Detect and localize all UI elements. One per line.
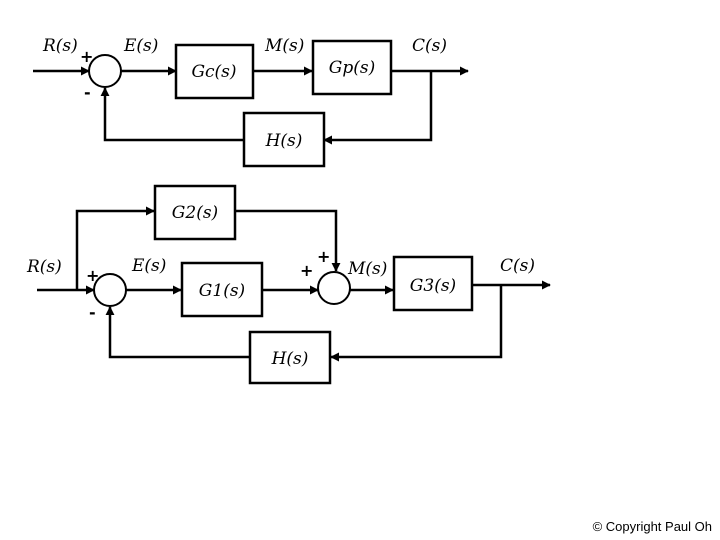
d2-error-label: E(s) bbox=[131, 256, 166, 276]
d2-g3-block-label: G3(s) bbox=[410, 276, 456, 296]
d1-output-label: C(s) bbox=[412, 36, 447, 56]
d2-summing-junction-2 bbox=[317, 271, 351, 305]
d2-feedforward-block-label: G2(s) bbox=[172, 203, 218, 223]
d1-feedback-block bbox=[242, 111, 326, 168]
d1-controller-block bbox=[174, 43, 255, 100]
d2-input-label: R(s) bbox=[26, 257, 62, 277]
d2-sum1-plus-sign: + bbox=[86, 266, 99, 285]
d2-feedforward-in-wire bbox=[75, 206, 155, 290]
d2-summing-junction-1 bbox=[93, 273, 127, 307]
d1-controller-block-label: Gc(s) bbox=[191, 62, 236, 82]
d1-plant-block-label: Gp(s) bbox=[329, 58, 375, 78]
d1-input-label: R(s) bbox=[42, 36, 78, 56]
d2-output-label: C(s) bbox=[500, 256, 535, 276]
d1-feedback-wire-right bbox=[323, 71, 433, 145]
d2-sum1-minus-sign: - bbox=[89, 303, 96, 322]
d2-feedforward-out-wire bbox=[235, 209, 341, 272]
d2-feedforward-block bbox=[153, 184, 237, 241]
d1-feedback-block-label: H(s) bbox=[265, 131, 303, 151]
d1-sum-plus-sign: + bbox=[80, 47, 93, 66]
d2-feedback-wire-left bbox=[105, 306, 250, 359]
diagram-2: + - + + G2(s) G1(s) G3(s) H(s) R(s) E(s)… bbox=[26, 184, 551, 385]
d2-feedback-block-label: H(s) bbox=[271, 349, 309, 369]
d1-error-label: E(s) bbox=[123, 36, 158, 56]
d1-manip-label: M(s) bbox=[264, 36, 304, 56]
diagram-1: + - Gc(s) Gp(s) H(s) R(s) E(s) M(s) C(s) bbox=[33, 36, 469, 168]
d2-sum2-plus-left-sign: + bbox=[300, 261, 313, 280]
d2-sum2-plus-top-sign: + bbox=[317, 247, 330, 266]
copyright-notice: © Copyright Paul Oh bbox=[592, 519, 712, 534]
d2-feedback-wire-right bbox=[330, 285, 503, 362]
d2-g1-block bbox=[180, 261, 264, 318]
d1-feedback-wire-left bbox=[100, 87, 244, 142]
d1-plant-block bbox=[311, 39, 393, 96]
d2-manip-label: M(s) bbox=[347, 259, 387, 279]
d1-sum-minus-sign: - bbox=[84, 83, 91, 102]
d1-summing-junction bbox=[88, 54, 122, 88]
d2-feedback-block bbox=[248, 330, 332, 385]
d2-g1-block-label: G1(s) bbox=[199, 281, 245, 301]
d2-g3-block bbox=[392, 255, 474, 312]
